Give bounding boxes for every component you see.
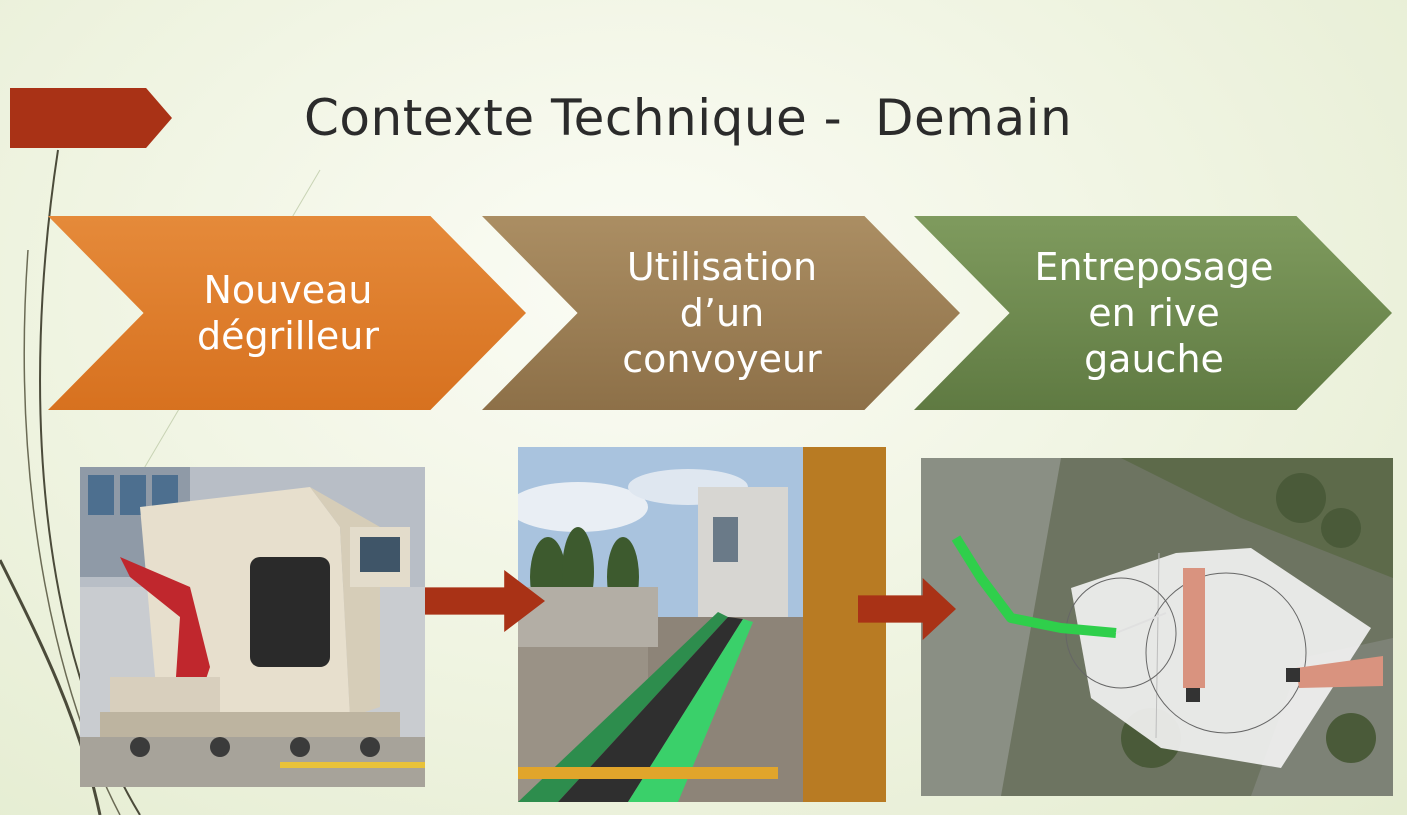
slide-title: Contexte Technique - Demain <box>304 89 1073 147</box>
step-label: Nouveau dégrilleur <box>196 268 379 358</box>
photo-convoyeur <box>518 447 886 802</box>
photo-plan-entreposage-aerien <box>921 458 1393 796</box>
step-chevron-convoyeur: Utilisation d’un convoyeur <box>482 216 960 410</box>
photo-degrilleur-machine <box>80 467 425 787</box>
step-label: Entreposage en rive gauche <box>1034 245 1274 381</box>
title-arrow-marker <box>10 88 172 148</box>
step-chevron-entreposage: Entreposage en rive gauche <box>914 216 1392 410</box>
step-label: Utilisation d’un convoyeur <box>622 245 822 381</box>
